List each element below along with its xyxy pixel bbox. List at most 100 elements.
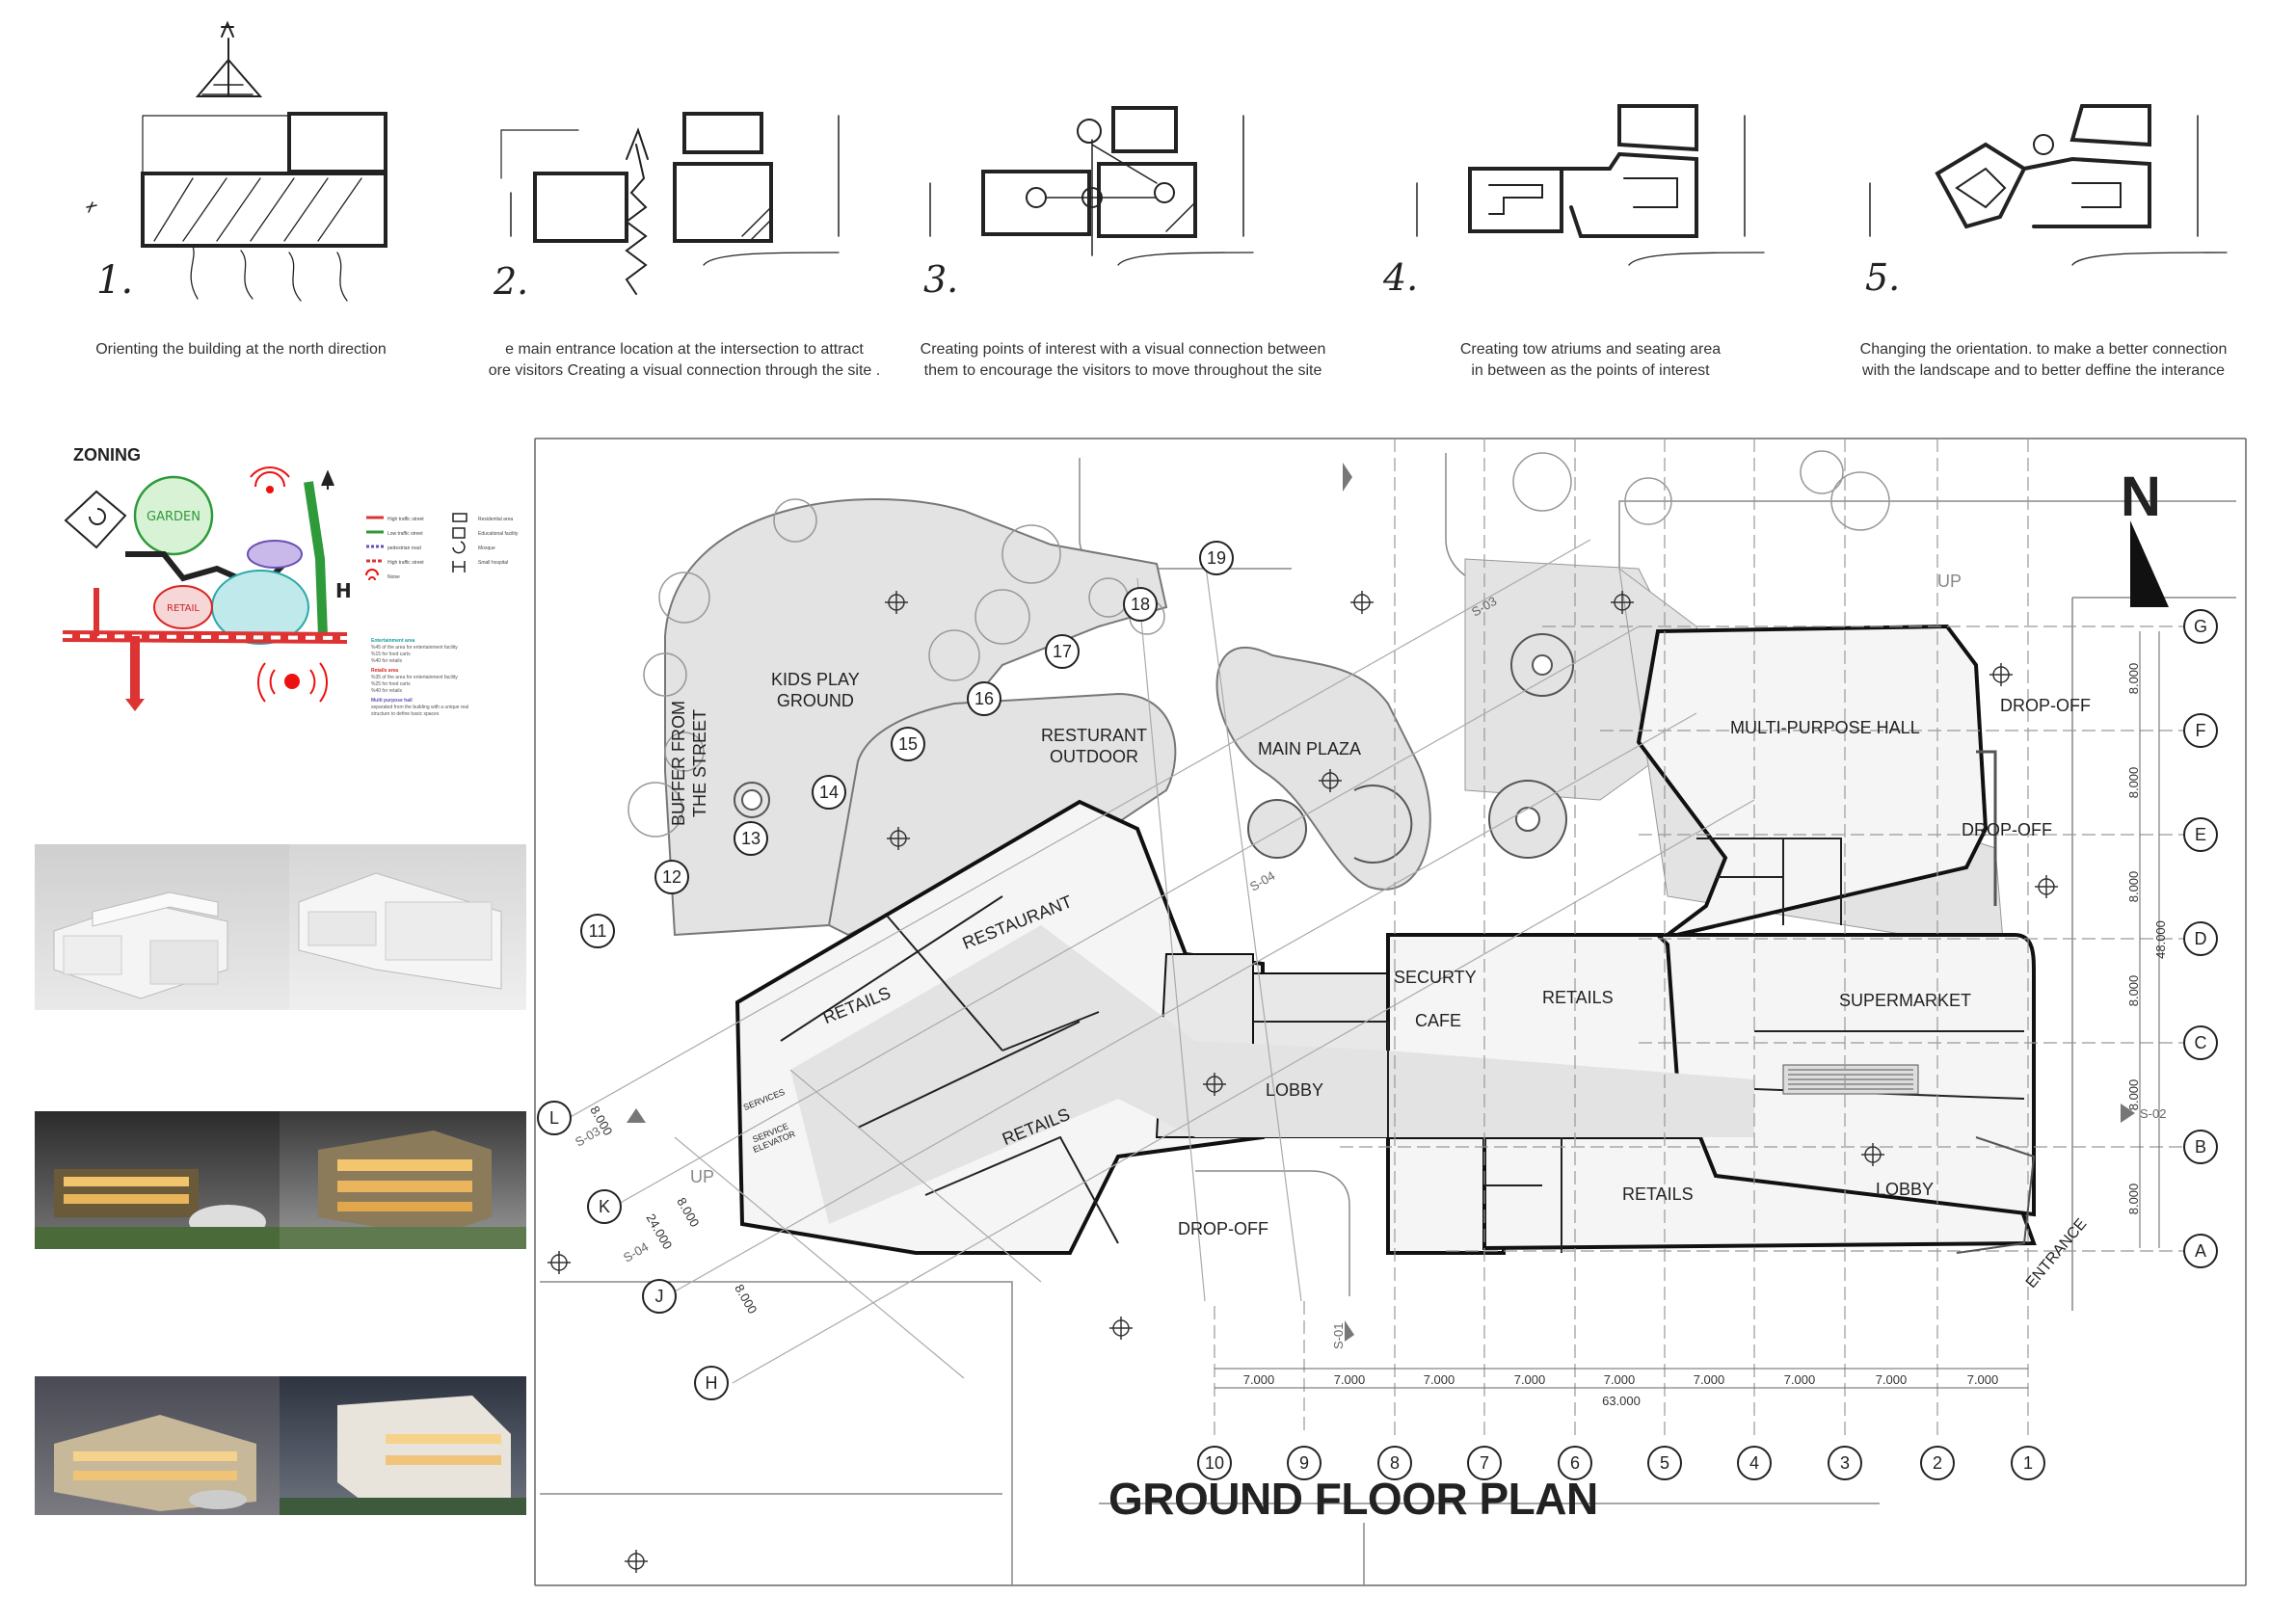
label-multi-purpose-hall: MULTI-PURPOSE HALL — [1730, 718, 1920, 737]
sketch-3 — [929, 106, 1254, 266]
grid-skew-K: K — [599, 1197, 610, 1216]
zoning-notes: Entertainment area %45 of the area for e… — [371, 638, 469, 717]
sketch-5 — [1869, 104, 2228, 266]
step-caption-5: Changing the orientation. to make a bett… — [1859, 341, 2228, 379]
grid-col-1: 1 — [2023, 1453, 2033, 1473]
dim-row-4: 8.000 — [2126, 975, 2141, 1007]
dim-row-5: 8.000 — [2126, 1079, 2141, 1111]
step-caption-1: Orienting the building at the north dire… — [95, 341, 387, 358]
plan-title: GROUND FLOOR PLAN — [1108, 1474, 1598, 1524]
grid-col-5: 5 — [1660, 1453, 1669, 1473]
grid-row-C: C — [2195, 1033, 2207, 1052]
sketch-north-arrow-icon — [195, 20, 263, 97]
label-resturant-outdoor: RESTURANT OUTDOOR — [1041, 726, 1148, 766]
dim-col-2: 7.000 — [1334, 1372, 1366, 1387]
step-number-4: 4. — [1383, 256, 1419, 299]
grid-curve-19: 19 — [1207, 548, 1226, 568]
sketch-1 — [86, 112, 387, 302]
model-photo-night-2 — [280, 1111, 526, 1249]
grid-skew-H: H — [706, 1373, 718, 1393]
grid-curve-11: 11 — [589, 921, 607, 941]
model-photo-white-2 — [289, 844, 526, 1010]
grid-curve-12: 12 — [662, 867, 681, 887]
grid-row-G: G — [2194, 617, 2207, 636]
zoning-title: ZONING — [73, 445, 141, 465]
grid-col-9: 9 — [1299, 1453, 1309, 1473]
grid-col-2: 2 — [1933, 1453, 1942, 1473]
dim-row-total: 48.000 — [2153, 920, 2168, 959]
step-number-2: 2. — [494, 260, 529, 303]
step-number-1: 1. — [96, 258, 134, 303]
label-drop-off-1: DROP-OFF — [2000, 696, 2091, 715]
label-kids-play-ground: KIDS PLAY GROUND — [771, 670, 860, 710]
label-lobby-1: LOBBY — [1266, 1080, 1324, 1100]
dim-col-5: 7.000 — [1604, 1372, 1636, 1387]
ground-floor-plan-drawing — [534, 438, 2247, 1586]
dim-row-2: 8.000 — [2126, 767, 2141, 799]
label-security: SECURTY — [1394, 968, 1477, 987]
label-lobby-2: LOBBY — [1876, 1180, 1935, 1199]
dim-col-4: 7.000 — [1514, 1372, 1546, 1387]
grid-skew-J: J — [655, 1287, 664, 1306]
grid-curve-18: 18 — [1131, 595, 1150, 614]
zoning-retail-label: RETAIL — [167, 603, 200, 614]
grid-row-F: F — [2196, 721, 2206, 740]
zoning-legend-right: Residential area Educational facility Mo… — [478, 517, 519, 566]
grid-col-8: 8 — [1390, 1453, 1400, 1473]
dim-row-1: 8.000 — [2126, 663, 2141, 695]
grid-curve-15: 15 — [898, 734, 918, 754]
grid-col-7: 7 — [1480, 1453, 1489, 1473]
step-caption-3: Creating points of interest with a visua… — [920, 341, 1326, 379]
dim-col-6: 7.000 — [1694, 1372, 1725, 1387]
label-drop-off-3: DROP-OFF — [1178, 1219, 1268, 1238]
grid-row-B: B — [2195, 1137, 2206, 1157]
label-drop-off-2: DROP-OFF — [1962, 820, 2052, 839]
dim-skew-total: 24.000 — [643, 1211, 675, 1252]
model-photo-dusk-2 — [280, 1376, 526, 1515]
dim-row-3: 8.000 — [2126, 871, 2141, 903]
label-retails-4: RETAILS — [1622, 1184, 1694, 1204]
section-mark-s04a: S-04 — [1247, 868, 1277, 894]
step-number-3: 3. — [923, 258, 959, 301]
dim-col-total: 63.000 — [1602, 1394, 1641, 1408]
zoning-garden-label: GARDEN — [147, 510, 200, 524]
label-cafe: CAFE — [1415, 1011, 1462, 1030]
dim-skew-3: 8.000 — [732, 1282, 760, 1317]
model-photo-white-1 — [35, 844, 289, 1010]
trees — [627, 450, 1890, 838]
section-mark-s02: S-02 — [2140, 1106, 2166, 1121]
grid-skew-L: L — [549, 1108, 559, 1128]
step-number-5: 5. — [1865, 256, 1901, 299]
label-buffer-street: BUFFER FROM THE STREET — [669, 701, 709, 826]
grid-row-D: D — [2195, 929, 2207, 948]
concept-sketch-strip — [86, 20, 2228, 302]
dim-row-6: 8.000 — [2126, 1184, 2141, 1215]
grid-curve-16: 16 — [974, 689, 994, 708]
dim-col-1: 7.000 — [1243, 1372, 1275, 1387]
model-photo-night-1 — [35, 1111, 280, 1249]
zoning-legend-symbols — [365, 513, 467, 581]
grid-curve-17: 17 — [1053, 642, 1072, 661]
grid-curve-14: 14 — [819, 783, 839, 802]
dim-col-9: 7.000 — [1967, 1372, 1999, 1387]
north-arrow-icon — [2130, 520, 2169, 607]
label-supermarket: SUPERMARKET — [1839, 991, 1972, 1010]
grid-col-4: 4 — [1749, 1453, 1759, 1473]
hospital-icon: H — [335, 579, 352, 602]
label-up-2: UP — [690, 1167, 715, 1186]
grid-col-6: 6 — [1570, 1453, 1580, 1473]
zoning-sketch: GARDEN RETAIL H — [58, 463, 366, 713]
dim-col-3: 7.000 — [1424, 1372, 1455, 1387]
dim-col-8: 7.000 — [1876, 1372, 1908, 1387]
step-caption-4: Creating tow atriums and seating area in… — [1459, 341, 1722, 379]
section-mark-s03a: S-03 — [1469, 594, 1499, 620]
step-caption-2: e main entrance location at the intersec… — [488, 341, 881, 379]
plan-north-label: N — [2121, 466, 2161, 528]
section-mark-s01: S-01 — [1331, 1323, 1346, 1349]
label-up-1: UP — [1937, 572, 1962, 591]
dim-skew-2: 8.000 — [674, 1195, 702, 1230]
label-main-plaza: MAIN PLAZA — [1258, 739, 1362, 758]
sketch-4 — [1416, 104, 1765, 266]
label-retails-3: RETAILS — [1542, 988, 1614, 1007]
